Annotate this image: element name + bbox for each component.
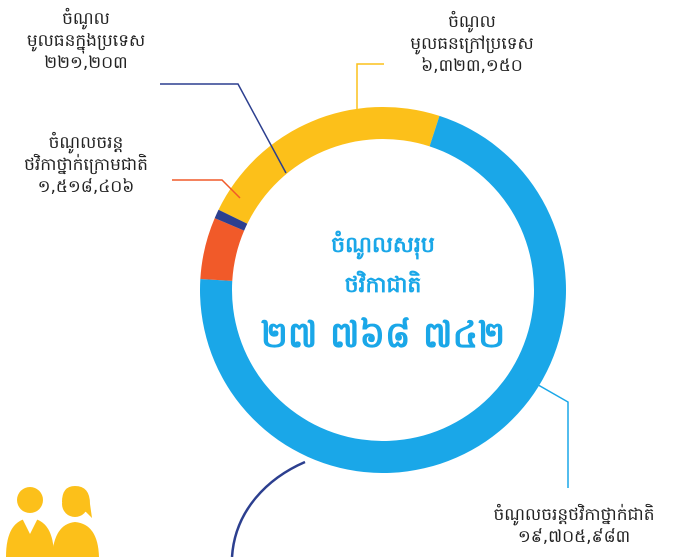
slice-1 — [218, 107, 440, 224]
leader-lines — [160, 63, 569, 488]
leader-line-2 — [160, 83, 287, 174]
slice-2-label-line-0: ចំណូល — [62, 7, 110, 30]
decorative-arc — [230, 460, 306, 557]
slice-3-label-line-1: ថវិកាថ្នាក់ក្រោមជាតិ — [24, 153, 148, 175]
slice-3-value: ១,៥១៨,៤០៦ — [38, 177, 135, 197]
leader-line-0 — [525, 377, 569, 488]
slice-3 — [200, 218, 245, 281]
slice-1-value: ៦,៣២៣,១៥០ — [421, 56, 523, 76]
slice-2-label-line-1: មូលធនក្នុងប្រទេស — [27, 31, 145, 54]
slice-0-label-line-0: ចំណូលចរន្តថវិកាថ្នាក់ជាតិ — [493, 503, 654, 526]
donut-slices — [200, 107, 566, 473]
people-icon — [6, 486, 99, 557]
slice-2 — [214, 209, 248, 231]
slice-0-value: ១៩,៧០៥,៩៨៣ — [518, 527, 630, 547]
slice-1-label-line-0: ចំណូល — [448, 10, 496, 33]
slice-1-label-line-1: មូលធនក្រៅប្រទេស — [410, 34, 533, 55]
slice-labels: ចំណូលចរន្តថវិកាថ្នាក់ជាតិ១៩,៧០៥,៩៨៣ ចំណូល… — [24, 7, 654, 547]
center-title-line2: ថវិកាជាតិ — [345, 270, 422, 298]
center-total: ២៧ ៧៦៨ ៧៤២ — [261, 315, 506, 356]
leader-line-1 — [356, 63, 384, 133]
slice-3-label-line-0: ចំណូលចរន្ត — [49, 131, 124, 154]
center-title-line1: ចំណូលសរុប — [331, 230, 435, 260]
slice-2-value: ២២១,២០៣ — [44, 53, 127, 73]
leader-line-3 — [172, 179, 241, 199]
